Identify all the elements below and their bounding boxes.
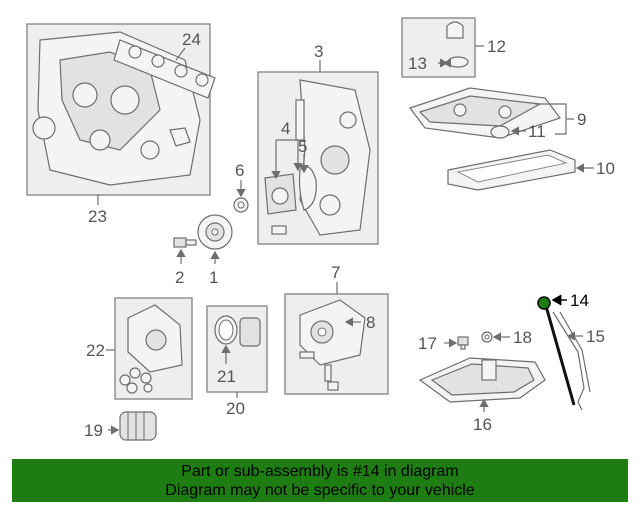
- callout-21[interactable]: 21: [217, 367, 236, 386]
- callout-15[interactable]: 15: [586, 327, 605, 346]
- callout-13[interactable]: 13: [408, 54, 427, 73]
- callout-20[interactable]: 20: [226, 399, 245, 418]
- callout-8[interactable]: 8: [366, 313, 375, 332]
- callout-4[interactable]: 4: [281, 119, 290, 138]
- info-banner: Part or sub-assembly is #14 in diagram D…: [12, 459, 628, 502]
- dipstick-guide-part-15: [552, 311, 591, 411]
- callout-19[interactable]: 19: [84, 421, 103, 440]
- callout-14[interactable]: 14: [570, 291, 589, 310]
- intake-gasket: [113, 39, 216, 99]
- timing-cover-group: [257, 60, 379, 245]
- gasket-part-18: [481, 331, 510, 343]
- banner-line-part: Part or sub-assembly is #14 in diagram: [181, 462, 459, 480]
- cylinder-head-group: [26, 23, 216, 205]
- filter-element-group: [206, 305, 268, 398]
- oil-pan-part-16: [418, 357, 546, 412]
- callout-6[interactable]: 6: [235, 161, 244, 180]
- drain-plug-part-17: [444, 336, 469, 350]
- callout-16[interactable]: 16: [473, 415, 492, 434]
- callout-10[interactable]: 10: [596, 159, 615, 178]
- callout-17[interactable]: 17: [418, 334, 437, 353]
- callout-24[interactable]: 24: [182, 30, 201, 49]
- oil-filter-part-19: [108, 411, 157, 441]
- valve-cover-group: [401, 17, 594, 191]
- callout-5[interactable]: 5: [298, 137, 307, 156]
- callout-9[interactable]: 9: [577, 110, 586, 129]
- callout-11[interactable]: 11: [528, 122, 546, 141]
- callout-23[interactable]: 23: [88, 207, 107, 226]
- crank-pulley-part-1: [197, 214, 233, 264]
- callout-1[interactable]: 1: [209, 268, 218, 287]
- callout-2[interactable]: 2: [175, 268, 184, 287]
- callout-12[interactable]: 12: [487, 37, 506, 56]
- callout-18[interactable]: 18: [513, 328, 532, 347]
- water-pump-group: [284, 282, 389, 395]
- seal-part-6: [233, 180, 249, 213]
- callout-labels: 24 23 3 4 5 6 2 1 12 13 9 11 10 7 8 14 1…: [84, 30, 615, 440]
- callout-3[interactable]: 3: [314, 42, 323, 61]
- bolt-part-2: [173, 237, 197, 264]
- callout-7[interactable]: 7: [331, 263, 340, 282]
- oil-pump-group: [106, 297, 193, 400]
- dipstick-part-14: [537, 294, 576, 406]
- banner-line-disclaimer: Diagram may not be specific to your vehi…: [165, 481, 475, 499]
- callout-22[interactable]: 22: [86, 341, 105, 360]
